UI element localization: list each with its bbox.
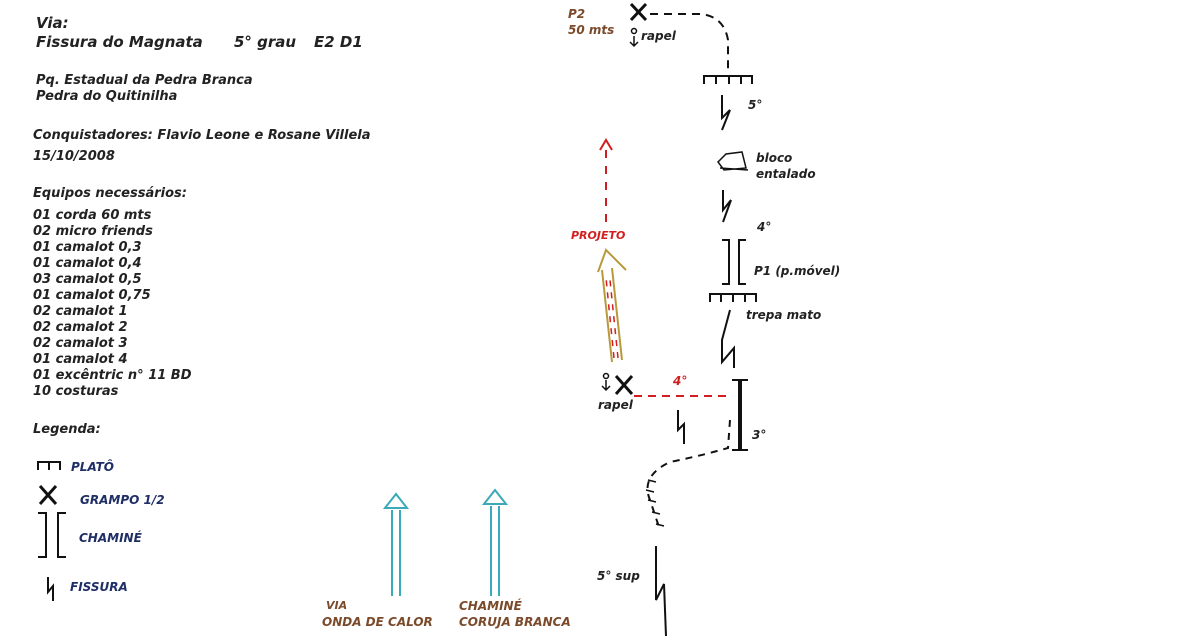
conquerors: Conquistadores: Flavio Leone e Rosane Vi… — [33, 128, 371, 143]
rapel-icon-top — [629, 36, 639, 48]
park-name: Pq. Estadual da Pedra Branca — [36, 73, 253, 88]
route-grade: 5° grau — [234, 33, 297, 51]
gear-item: 02 camalot 3 — [33, 336, 128, 351]
plato-top — [703, 75, 753, 84]
coruja-branca-label: CORUJA BRANCA — [459, 615, 571, 629]
p2-traverse-dashed — [650, 13, 729, 70]
p2-length: 50 mts — [568, 23, 615, 37]
grade-4-label: 4° — [757, 220, 772, 234]
projeto-arrow-head — [599, 138, 613, 151]
p2-anchor-icon — [629, 2, 648, 22]
gear-item: 01 excêntric n° 11 BD — [33, 368, 192, 383]
plato-mid — [709, 293, 757, 302]
gear-list: 01 corda 60 mts 02 micro friends 01 cama… — [33, 208, 192, 400]
p2-label: P2 — [568, 7, 586, 21]
legend-fissura-symbol — [47, 577, 54, 601]
gear-title: Equipos necessários: — [33, 186, 187, 201]
entalado-label: entalado — [756, 167, 816, 181]
gear-item: 01 camalot 0,3 — [33, 240, 142, 255]
conquest-date: 15/10/2008 — [33, 149, 115, 164]
chamine-p1 — [722, 239, 746, 285]
fissura-4 — [722, 190, 732, 223]
chamine-3 — [732, 379, 748, 451]
gear-item: 01 camalot 0,4 — [33, 256, 142, 271]
onda-de-calor-arrow — [382, 492, 410, 596]
gear-item: 03 camalot 0,5 — [33, 272, 142, 287]
mid-anchor-icon — [614, 375, 634, 395]
route-name: Fissura do Magnata — [36, 33, 203, 51]
gear-item: 02 camalot 1 — [33, 304, 128, 319]
gear-item: 02 micro friends — [33, 224, 153, 239]
trepa-mato-label: trepa mato — [746, 308, 822, 322]
fissura-trepa-mato — [721, 309, 735, 368]
rapel-top-label: rapel — [641, 29, 676, 43]
grade-3-label: 3° — [752, 428, 767, 442]
projeto-label: PROJETO — [571, 229, 626, 242]
legend-title: Legenda: — [33, 422, 101, 437]
legend-grampo-symbol — [38, 485, 58, 505]
chamine-word-label: CHAMINÉ — [459, 599, 522, 613]
fissura-small — [677, 410, 685, 444]
bloco-label: bloco — [756, 151, 793, 165]
legend-chamine-label: CHAMINÉ — [79, 531, 142, 545]
via-label: Via: — [36, 14, 69, 32]
grade-4-red-label: 4° — [673, 374, 688, 388]
fissura-5 — [721, 95, 731, 131]
rapel-mid-label: rapel — [598, 398, 633, 412]
via-word-label: VIA — [326, 599, 348, 612]
bloco-icon — [717, 151, 749, 171]
legend-plato-label: PLATÔ — [71, 460, 114, 474]
p1-label: P1 (p.móvel) — [754, 264, 841, 278]
gear-item: 02 camalot 2 — [33, 320, 128, 335]
legend-chamine-symbol — [38, 512, 66, 558]
gear-item: 01 corda 60 mts — [33, 208, 152, 223]
fissura-5sup — [655, 546, 667, 637]
gear-item: 01 camalot 4 — [33, 352, 128, 367]
grade-5sup-label: 5° sup — [597, 569, 640, 583]
rock-name: Pedra do Quitinilha — [36, 89, 178, 104]
route-rating: E2 D1 — [314, 33, 363, 51]
olive-arrow — [597, 248, 627, 363]
route-dashed-lower — [646, 419, 731, 531]
gear-item: 01 camalot 0,75 — [33, 288, 151, 303]
legend-grampo-label: GRAMPO 1/2 — [80, 493, 165, 507]
onda-de-calor-label: ONDA DE CALOR — [322, 615, 433, 629]
rapel-icon-mid — [601, 380, 611, 392]
legend-plato-symbol — [37, 461, 61, 470]
roof-ticks — [645, 479, 665, 527]
gear-item: 10 costuras — [33, 384, 119, 399]
grade-5-label: 5° — [748, 98, 763, 112]
legend-fissura-label: FISSURA — [70, 580, 128, 594]
coruja-branca-arrow — [481, 488, 509, 596]
